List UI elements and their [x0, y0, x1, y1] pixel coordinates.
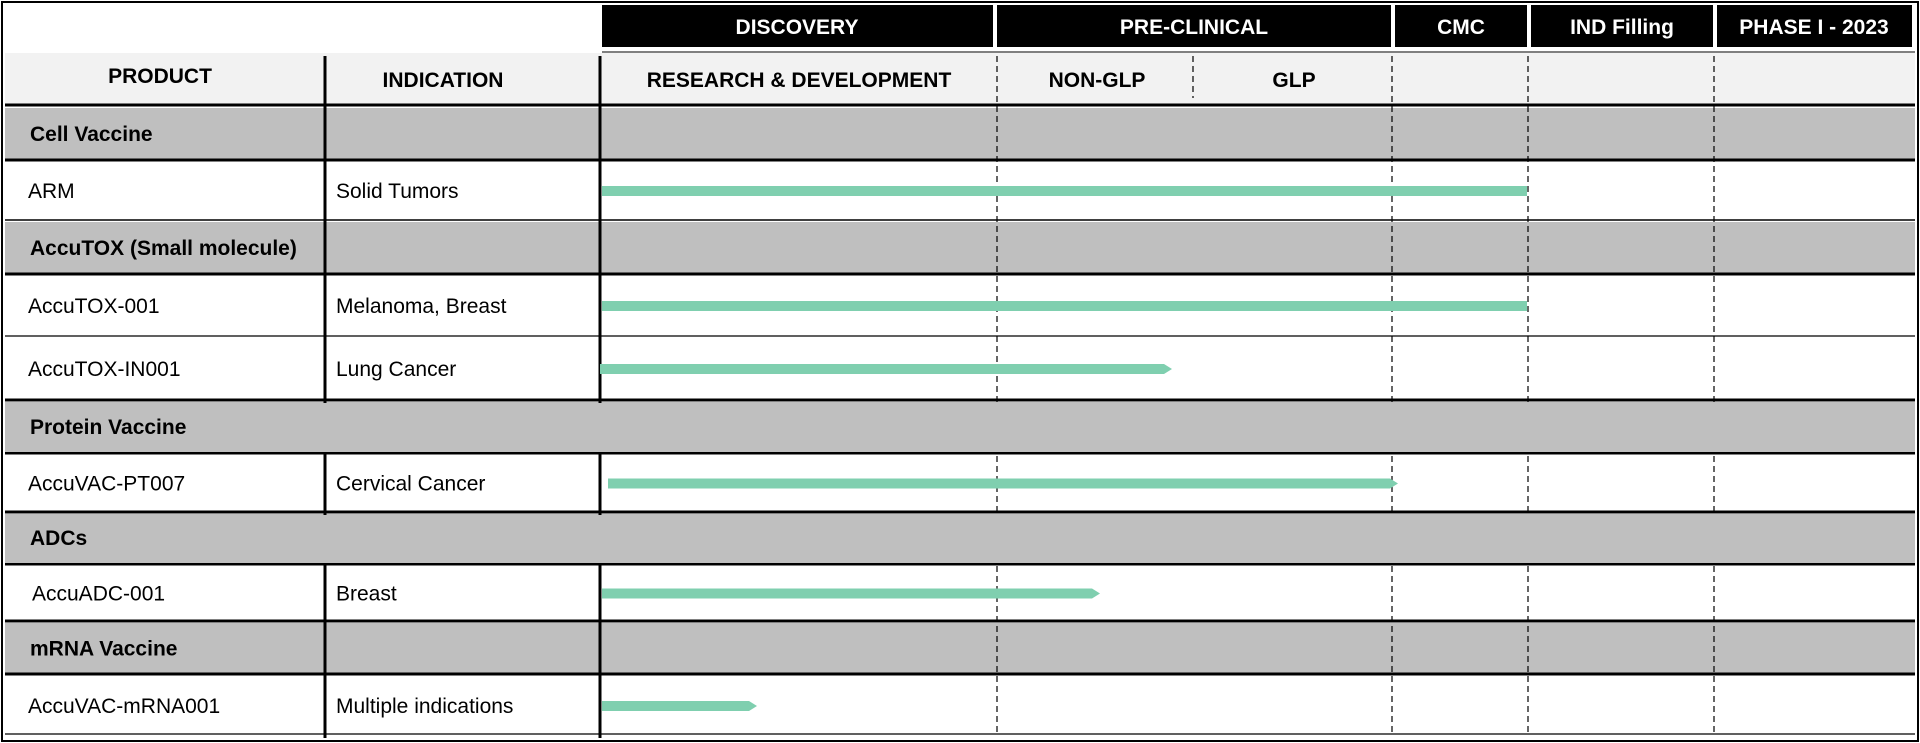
- group-label: AccuTOX (Small molecule): [30, 237, 297, 260]
- product-name: AccuVAC-mRNA001: [28, 695, 220, 718]
- indication-name: Lung Cancer: [336, 358, 456, 381]
- progress-bars: [600, 186, 1527, 711]
- phase-preclinical-label: PRE-CLINICAL: [1120, 16, 1268, 39]
- glp-header: GLP: [1272, 69, 1315, 92]
- product-column-header: PRODUCT: [108, 65, 212, 88]
- progress-bar: [602, 301, 1527, 311]
- product-name: AccuVAC-PT007: [28, 473, 185, 496]
- indication-name: Breast: [336, 583, 397, 606]
- phase-phase1-bg: [1717, 5, 1912, 47]
- group-row-bg: [5, 623, 1915, 674]
- progress-bar: [600, 364, 1172, 374]
- phase-preclinical-bg: [997, 5, 1391, 47]
- non-glp-header: NON-GLP: [1049, 69, 1146, 92]
- indication-name: Melanoma, Breast: [336, 295, 507, 318]
- group-label: Protein Vaccine: [30, 416, 186, 439]
- phase-discovery-bg: [602, 5, 993, 47]
- phase-phase1-label: PHASE I - 2023: [1739, 16, 1888, 39]
- phase-cmc-label: CMC: [1437, 16, 1485, 39]
- product-name: AccuTOX-IN001: [28, 358, 181, 381]
- group-row-cover: [5, 403, 1915, 452]
- indication-name: Cervical Cancer: [336, 473, 485, 496]
- progress-bar: [602, 186, 1527, 196]
- sub-header-bg: [5, 53, 1915, 105]
- progress-bar: [602, 588, 1100, 599]
- group-row-cover: [5, 515, 1915, 563]
- phase-header: DISCOVERY PRE-CLINICAL CMC IND Filling P…: [602, 5, 1912, 47]
- group-row-bg: [5, 108, 1915, 160]
- indication-column-header: INDICATION: [383, 69, 504, 92]
- group-label: mRNA Vaccine: [30, 638, 177, 661]
- group-label: ADCs: [30, 527, 87, 550]
- phase-ind-label: IND Filling: [1570, 16, 1674, 39]
- product-name: AccuADC-001: [32, 583, 165, 606]
- progress-bar: [602, 701, 757, 711]
- progress-bar: [608, 478, 1398, 489]
- group-row-bg: [5, 222, 1915, 274]
- indication-name: Solid Tumors: [336, 180, 459, 203]
- phase-cmc-bg: [1395, 5, 1527, 47]
- research-development-header: RESEARCH & DEVELOPMENT: [647, 69, 952, 92]
- sub-header-row: PRODUCT INDICATION RESEARCH & DEVELOPMEN…: [5, 53, 1915, 105]
- phase-discovery-label: DISCOVERY: [736, 16, 859, 39]
- indication-name: Multiple indications: [336, 695, 513, 718]
- product-name: AccuTOX-001: [28, 295, 160, 318]
- product-name: ARM: [28, 180, 75, 203]
- group-label: Cell Vaccine: [30, 123, 153, 146]
- phase-ind-bg: [1531, 5, 1713, 47]
